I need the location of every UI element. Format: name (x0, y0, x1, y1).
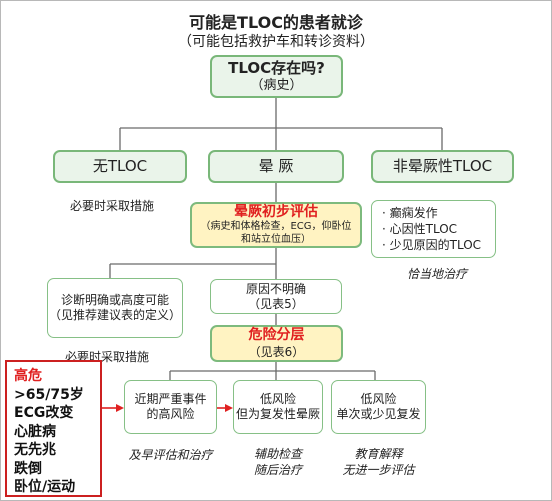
outcome-2-note-line2: 随后治疗 (253, 463, 302, 477)
tloc-present-sub: （病史） (250, 77, 303, 93)
high-risk-item: ECG改变 (14, 405, 74, 421)
red-arrow-1-head (116, 404, 124, 412)
cause-unknown-line2: （见表5） (248, 296, 304, 311)
outcome-2-line2: 但为复发性晕厥 (235, 407, 320, 421)
outcome-3-note-line2: 无进一步评估 (342, 463, 415, 477)
high-risk-title: 高危 (14, 368, 42, 384)
outcome-1-line1: 近期严重事件 (134, 392, 207, 406)
non-syncope-tloc-label: 非晕厥性TLOC (392, 157, 493, 176)
outcome-2-note: 辅助检查 随后治疗 (228, 446, 328, 478)
outcome-1-note-text: 及早评估和治疗 (128, 448, 213, 462)
outcome-3-note-line1: 教育解释 (354, 447, 403, 461)
page-subtitle: （可能包括救护车和转诊资料） (178, 34, 374, 50)
risk-stratification-box: 危险分层 （见表6） (210, 325, 343, 362)
high-risk-criteria-box: 高危 >65/75岁 ECG改变 心脏病 无先兆 跌倒 卧位/运动 (5, 360, 102, 497)
tloc-present-box: TLOC存在吗? （病史） (210, 55, 343, 98)
initial-evaluation-title: 晕厥初步评估 (234, 203, 318, 220)
high-risk-item: 卧位/运动 (14, 479, 76, 495)
outcome-3-line1: 低风险 (360, 392, 397, 406)
high-risk-item: >65/75岁 (14, 386, 84, 403)
no-tloc-box: 无TLOC (53, 150, 187, 183)
red-arrow-2-head (225, 404, 233, 412)
outcome-1-line2: 的高风险 (146, 407, 195, 421)
syncope-label: 晕 厥 (258, 157, 294, 176)
outcome-low-risk-single-box: 低风险 单次或少见复发 (331, 380, 426, 434)
initial-evaluation-box: 晕厥初步评估 （病史和体格检查，ECG，仰卧位 和站立位血压） (190, 202, 362, 248)
non-syncope-cause-2: · 心因性TLOC (382, 222, 458, 236)
high-risk-item: 跌倒 (14, 460, 42, 477)
non-syncope-treat-note: 恰当地治疗 (407, 265, 467, 282)
non-syncope-cause-1: · 癫痫发作 (382, 206, 438, 220)
tloc-present-label: TLOC存在吗? (228, 59, 325, 77)
non-syncope-causes-box: · 癫痫发作 · 心因性TLOC · 少见原因的TLOC (371, 200, 496, 258)
page-title: 可能是TLOC的患者就诊 (189, 13, 363, 32)
syncope-box: 晕 厥 (208, 150, 344, 183)
non-syncope-tloc-box: 非晕厥性TLOC (371, 150, 514, 183)
cause-unknown-box: 原因不明确 （见表5） (210, 279, 342, 314)
risk-stratification-title: 危险分层 (248, 327, 305, 344)
non-syncope-treat-text: 恰当地治疗 (407, 267, 468, 281)
diagnosis-certain-line1: 诊断明确或高度可能 (60, 293, 169, 307)
initial-evaluation-line2: 和站立位血压） (241, 233, 311, 245)
outcome-2-line1: 低风险 (259, 392, 296, 406)
non-syncope-cause-3: · 少见原因的TLOC (382, 238, 482, 252)
left-action-note: 必要时采取措施 (70, 199, 155, 213)
no-tloc-label: 无TLOC (92, 157, 148, 176)
diagnosis-certain-line2: （见推荐建议表的定义） (48, 308, 181, 322)
high-risk-item: 无先兆 (14, 442, 56, 458)
outcome-2-note-line1: 辅助检查 (253, 447, 302, 461)
outcome-low-risk-recurrent-box: 低风险 但为复发性晕厥 (233, 380, 323, 434)
high-risk-item: 心脏病 (14, 423, 56, 440)
outcome-1-note: 及早评估和治疗 (114, 446, 227, 463)
initial-evaluation-line1: （病史和体格检查，ECG，仰卧位 (200, 221, 352, 233)
diagnosis-certain-box: 诊断明确或高度可能 （见推荐建议表的定义） (47, 278, 183, 338)
outcome-high-risk-box: 近期严重事件 的高风险 (124, 380, 217, 434)
risk-stratification-ref: （见表6） (248, 344, 305, 359)
outcome-3-note: 教育解释 无进一步评估 (325, 446, 432, 478)
cause-unknown-line1: 原因不明确 (245, 281, 306, 296)
outcome-3-line2: 单次或少见复发 (336, 407, 421, 421)
